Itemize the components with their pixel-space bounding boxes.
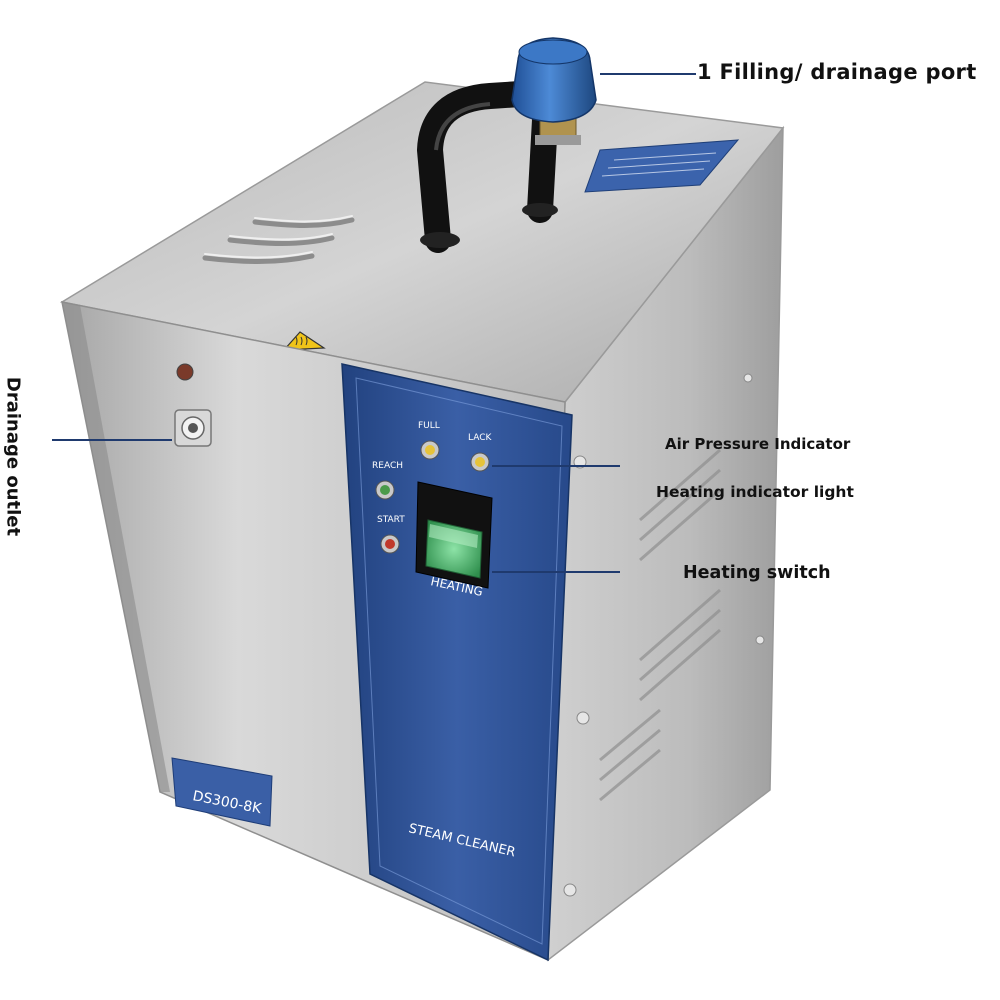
- indicator-reach: [375, 480, 395, 500]
- callout-lines: [52, 73, 696, 573]
- callout-drainage-outlet: Drainage outlet: [2, 376, 24, 537]
- indicator-lack: [470, 452, 490, 472]
- heating-switch: [415, 481, 493, 589]
- side-vents: [599, 448, 721, 802]
- info-plate: [584, 139, 740, 193]
- drainage-outlet-fitting: [174, 363, 212, 447]
- callout-heating-switch: Heating switch: [683, 563, 831, 583]
- filling-port-cap: [511, 37, 597, 145]
- callout-air-pressure: Air Pressure Indicator: [665, 435, 851, 453]
- top-vents: [202, 217, 355, 264]
- indicator-full: [420, 440, 440, 460]
- indicator-reach-label: REACH: [372, 461, 403, 471]
- callout-heating-light: Heating indicator light: [656, 483, 854, 501]
- control-panel: [341, 363, 573, 962]
- indicator-full-label: FULL: [418, 421, 440, 431]
- indicator-start: [380, 534, 400, 554]
- model-label-plate: [171, 757, 273, 827]
- callout-filling-port: 1 Filling/ drainage port: [697, 60, 977, 84]
- indicator-lack-label: LACK: [468, 433, 493, 443]
- heat-warning-icon: [282, 331, 326, 351]
- indicator-start-label: START: [377, 515, 405, 525]
